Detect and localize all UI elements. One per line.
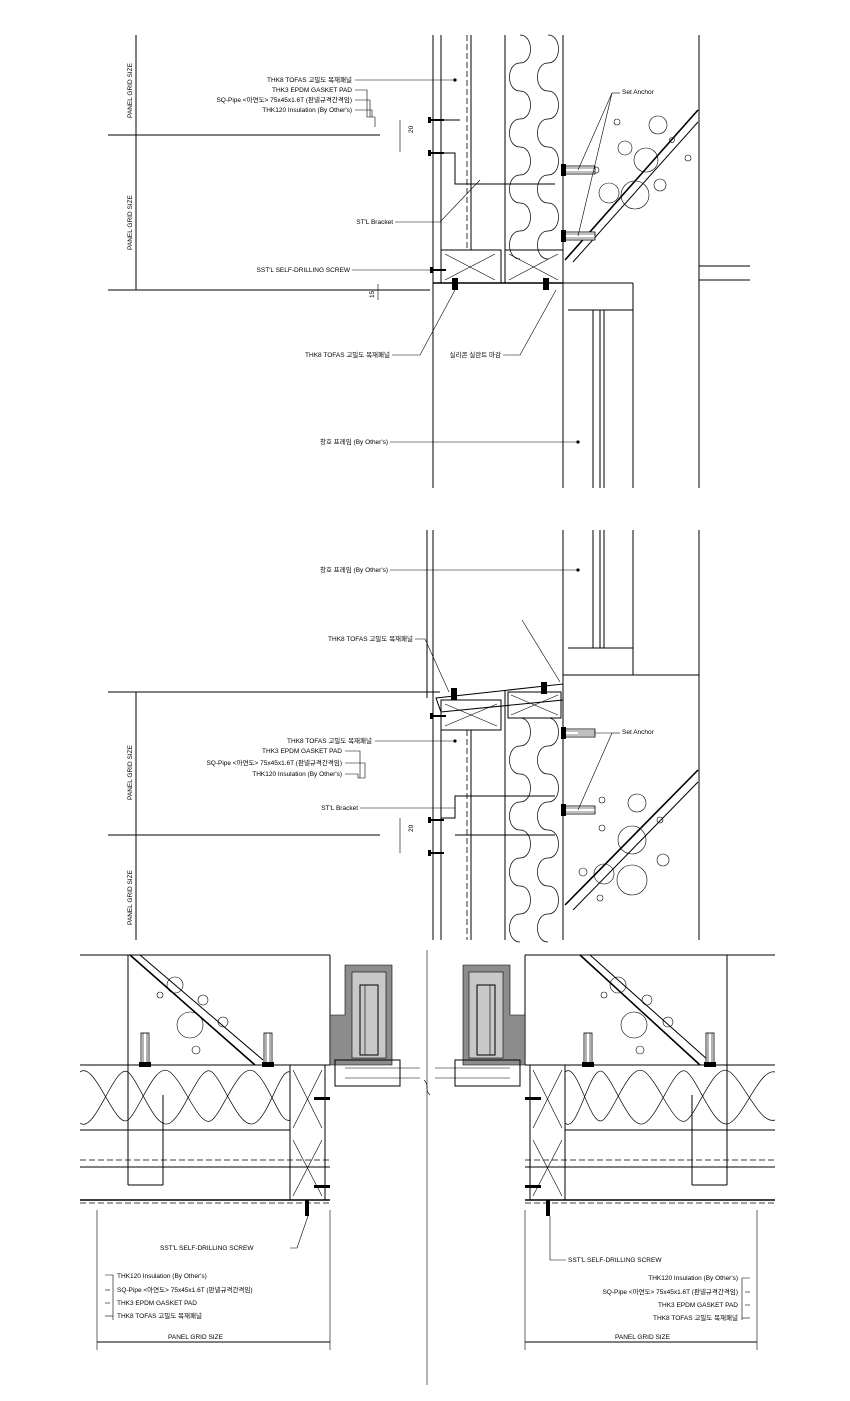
set-anchor-plan-left-1 [138,1032,152,1068]
plan-left-insulation: THK120 Insulation (By Other's) [117,1273,207,1280]
window-frame-plan-left [329,964,420,1087]
fastener-2 [543,278,549,290]
plan-right-self-drilling-screw: SST'L SELF-DRILLING SCREW [568,1257,662,1264]
bottom-section: SST'L SELF-DRILLING SCREW THK120 Insulat… [79,950,776,1385]
window-frame-plan-right [435,964,526,1087]
set-anchor-plan-right-2 [703,1032,717,1068]
label-sealant: 실리콘 실란트 마감 [450,350,501,359]
plan-left-sq-pipe: SQ-Pipe <아연도> 75x45x1.6T (판넬규격간격임) [117,1285,253,1294]
aggregate-circles-mid [578,793,670,902]
dim-panel-grid-upper: PANEL GRID SIZE [127,62,134,118]
insulation-batts-plan-right [564,1069,776,1125]
label-insulation: THK120 Insulation (By Other's) [262,107,352,114]
top-section: PANEL GRID SIZE PANEL GRID SIZE 20 15 [108,34,750,488]
plan-screw-left-2 [314,1097,330,1100]
plan-screw-right-3 [525,1185,541,1188]
label-insulation-mid: THK120 Insulation (By Other's) [252,771,342,778]
fastener-1 [452,278,458,290]
label-tofas-panel-mid: THK8 TOFAS 고밀도 목재패널 [287,736,372,745]
middle-section: PANEL GRID SIZE PANEL GRID SIZE 20 [108,530,700,943]
plan-right-epdm-pad: THK3 EPDM GASKET PAD [658,1302,738,1309]
fastener-mid-1 [451,688,457,700]
label-tofas-panel-top-mid: THK8 TOFAS 고밀도 목재패널 [328,634,413,643]
plan-screw-right [546,1200,550,1216]
dim-20: 20 [408,125,415,133]
insulation-batts [509,34,559,260]
insulation-batts-mid [509,717,559,943]
label-self-drilling-screw: SST'L SELF-DRILLING SCREW [257,267,351,274]
aggregate-circles [592,115,692,210]
label-set-anchor: Set Anchor [622,89,655,96]
screw-top-2 [427,149,445,157]
screw-mid-1 [429,712,447,720]
plan-left-tofas-panel: THK8 TOFAS 고밀도 목재패널 [117,1311,202,1320]
plan-right-tofas-panel: THK8 TOFAS 고밀도 목재패널 [653,1313,738,1322]
plan-screw-right-2 [525,1097,541,1100]
label-set-anchor-mid: Set Anchor [622,729,655,736]
dim-panel-grid-lower-mid: PANEL GRID SIZE [127,869,134,925]
label-sq-pipe-mid: SQ-Pipe <아연도> 75x45x1.6T (판넬규격간격임) [206,758,342,767]
plan-right-insulation: THK120 Insulation (By Other's) [648,1275,738,1282]
dim-panel-grid-upper-mid: PANEL GRID SIZE [127,744,134,800]
label-stl-bracket: ST'L Bracket [356,219,393,226]
plan-screw-left-3 [314,1185,330,1188]
screw-mid-3 [427,849,445,857]
set-anchor-plan-left-2 [261,1032,275,1068]
label-stl-bracket-mid: ST'L Bracket [321,805,358,812]
dim-15: 15 [369,290,376,298]
label-tofas-panel-2: THK8 TOFAS 고밀도 목재패널 [305,350,390,359]
label-epdm-pad: THK3 EPDM GASKET PAD [272,87,352,94]
plan-left-self-drilling-screw: SST'L SELF-DRILLING SCREW [160,1245,254,1252]
plan-right-sq-pipe: SQ-Pipe <아연도> 75x45x1.6T (판넬규격간격임) [602,1287,738,1296]
dim-20-mid: 20 [408,824,415,832]
fastener-mid-2 [541,682,547,694]
label-tofas-panel: THK8 TOFAS 고밀도 목재패널 [267,75,352,84]
plan-left-panel-grid: PANEL GRID SIZE [168,1334,224,1341]
insulation-batts-plan-left [79,1069,291,1125]
screw-top-1 [427,116,445,124]
label-window-frame: 창호 프레임 (By Other's) [320,437,388,446]
label-epdm-pad-mid: THK3 EPDM GASKET PAD [262,748,342,755]
plan-screw-left [305,1200,309,1216]
plan-right-panel-grid: PANEL GRID SIZE [615,1334,671,1341]
set-anchor-plan-right-1 [581,1032,595,1068]
dim-panel-grid-lower: PANEL GRID SIZE [127,194,134,250]
label-sq-pipe: SQ-Pipe <아연도> 75x45x1.6T (판넬규격간격임) [216,95,352,104]
label-window-frame-mid: 창호 프레임 (By Other's) [320,565,388,574]
plan-left-epdm-pad: THK3 EPDM GASKET PAD [117,1300,197,1307]
